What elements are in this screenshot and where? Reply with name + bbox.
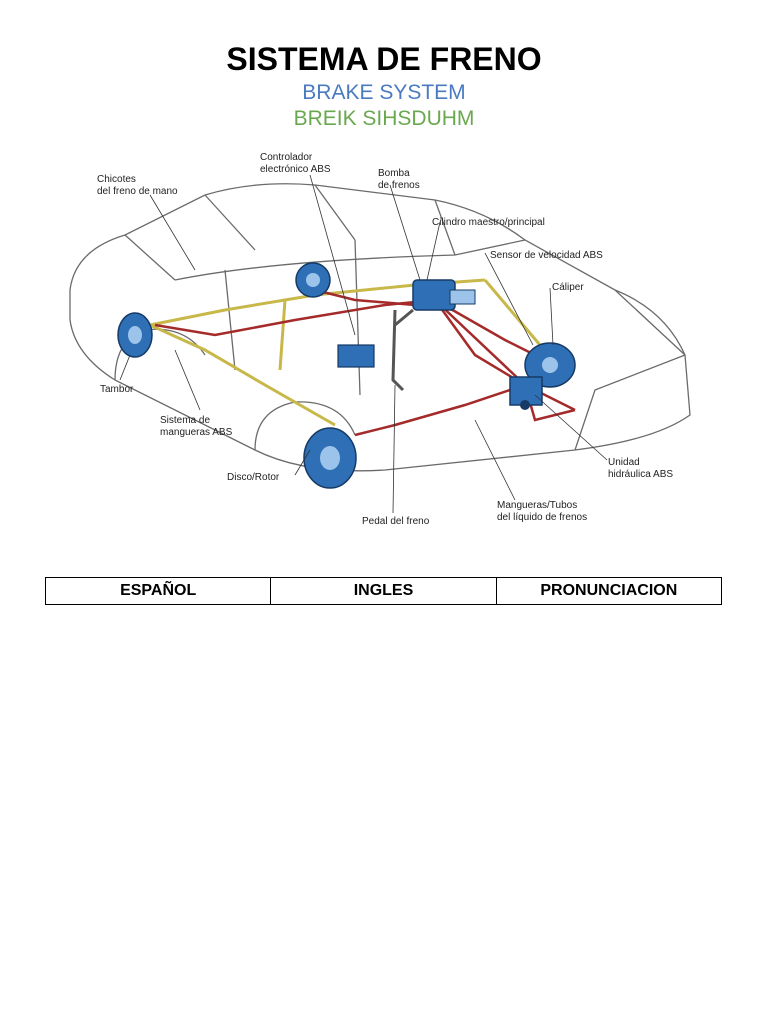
- label-sistema-2: mangueras ABS: [160, 427, 233, 438]
- label-caliper: Cáliper: [552, 282, 584, 293]
- column-header-ingles: INGLES: [270, 577, 497, 605]
- label-mangueras-2: del líquido de frenos: [497, 512, 587, 523]
- label-unidad-2: hidráulica ABS: [608, 469, 673, 480]
- label-bomba-2: de frenos: [378, 180, 420, 191]
- label-disco: Disco/Rotor: [227, 472, 280, 483]
- leader-lines: [119, 174, 608, 514]
- abs-hydraulic-unit: [509, 376, 543, 410]
- brake-pedal: [391, 309, 405, 392]
- label-mangueras-1: Mangueras/Tubos: [497, 500, 577, 511]
- label-chicotes-1: Chicotes: [97, 174, 136, 185]
- label-sensor: Sensor de velocidad ABS: [490, 250, 603, 261]
- label-sistema-1: Sistema de: [160, 415, 210, 426]
- pronunciation-subtitle: BREIK SIHSDUHM: [293, 107, 475, 130]
- label-chicotes-2: del freno de mano: [97, 186, 178, 197]
- disc-rotor: [303, 427, 357, 489]
- label-tambor: Tambor: [100, 384, 134, 395]
- ecu-module: [337, 344, 375, 368]
- table-header-row: ESPAÑOL INGLES PRONUNCIACION: [44, 577, 723, 605]
- label-pedal: Pedal del freno: [362, 516, 430, 527]
- car-illustration: Chicotes del freno de mano Controlador e…: [69, 152, 691, 527]
- abs-controller: [295, 262, 331, 298]
- drum-brake: [117, 312, 153, 358]
- column-header-pronunciacion: PRONUNCIACION: [495, 577, 723, 605]
- brake-system-diagram: Chicotes del freno de mano Controlador e…: [55, 140, 715, 540]
- column-header-espanol: ESPAÑOL: [44, 577, 272, 605]
- vocabulary-table: ESPAÑOL INGLES PRONUNCIACION: [44, 577, 723, 605]
- master-cylinder: [394, 279, 476, 327]
- page-title: SISTEMA DE FRENO: [226, 41, 542, 77]
- caliper: [524, 342, 576, 388]
- label-cilindro: Cilindro maestro/principal: [432, 217, 545, 228]
- car-body: [69, 183, 691, 472]
- label-controlador-1: Controlador: [260, 152, 313, 163]
- english-subtitle: BRAKE SYSTEM: [302, 81, 466, 104]
- label-unidad-1: Unidad: [608, 457, 640, 468]
- label-controlador-2: electrónico ABS: [260, 164, 331, 175]
- title-block: SISTEMA DE FRENO BRAKE SYSTEM BREIK SIHS…: [0, 40, 768, 132]
- label-bomba-1: Bomba: [378, 168, 410, 179]
